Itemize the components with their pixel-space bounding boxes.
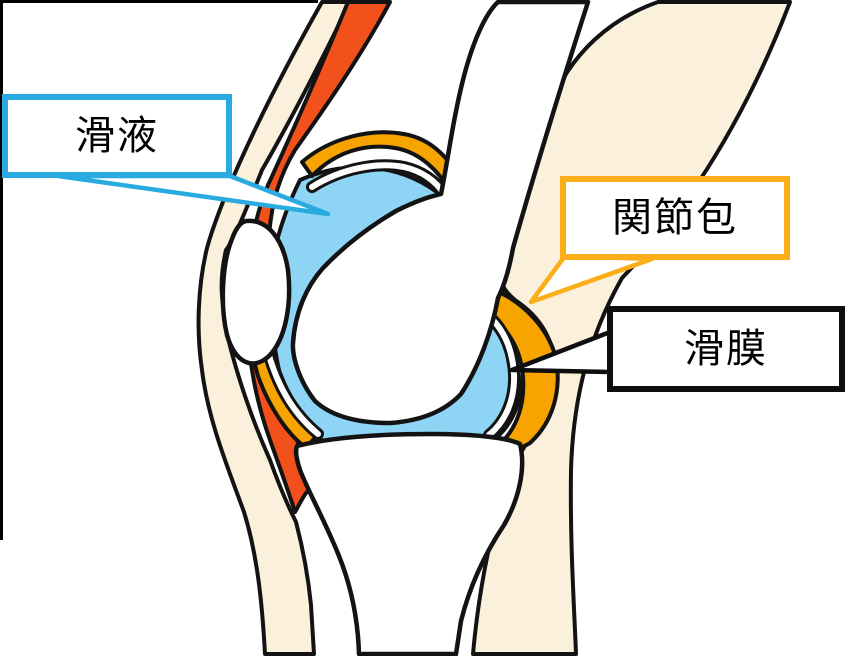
label-synovial-fluid: 滑液 xyxy=(2,94,232,178)
tibia-bone xyxy=(293,431,525,656)
femur-bone xyxy=(290,0,591,426)
patella-bone xyxy=(220,218,292,366)
label-joint-capsule: 関節包 xyxy=(560,176,790,260)
label-synovial-fluid-text: 滑液 xyxy=(75,114,159,158)
membrane-line-top xyxy=(309,162,447,197)
label-synovial-membrane-text: 滑膜 xyxy=(684,327,768,371)
label-synovial-membrane: 滑膜 xyxy=(607,306,845,392)
label-joint-capsule-text: 関節包 xyxy=(612,196,738,240)
membrane-line-front xyxy=(265,349,321,437)
